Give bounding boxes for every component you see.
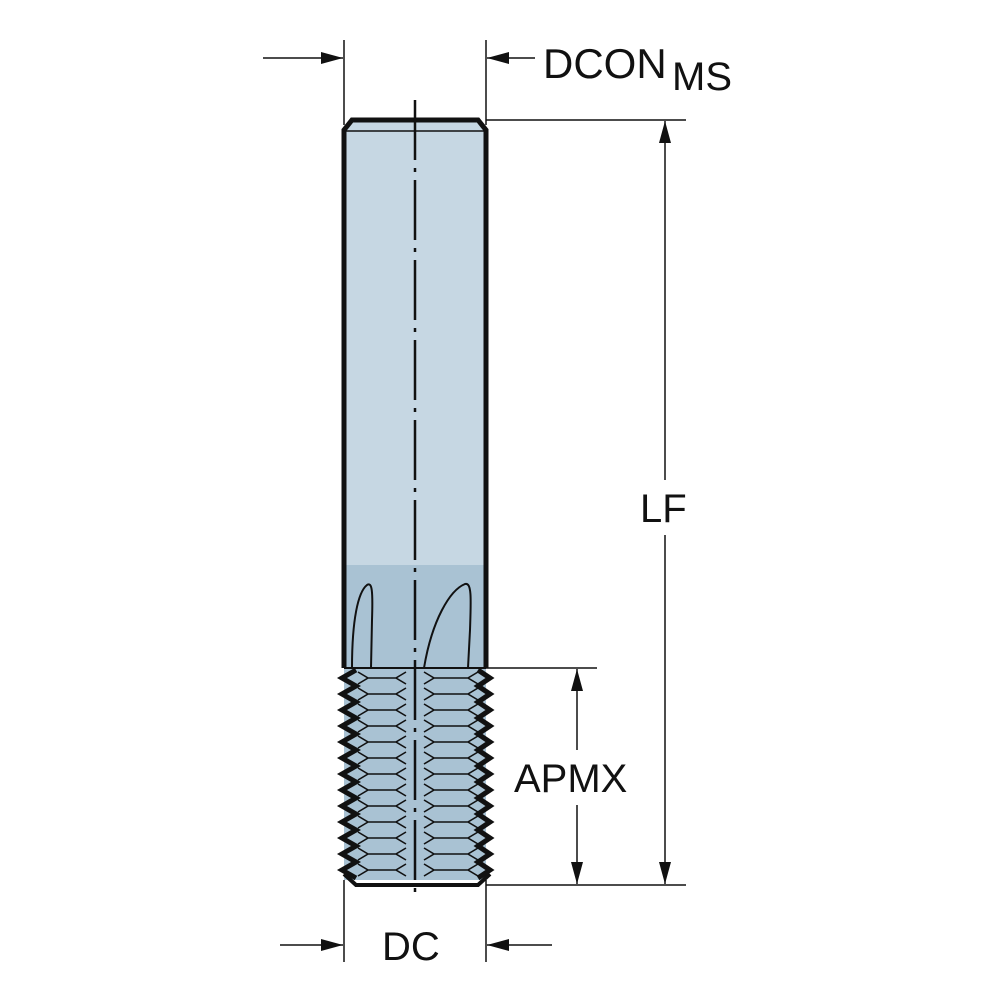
thread-ridge <box>357 735 407 749</box>
thread-ridge <box>357 831 407 845</box>
thread-ridge <box>423 863 479 877</box>
thread-ridge <box>357 863 407 877</box>
thread-ridge <box>423 703 479 717</box>
dc-dimension: DC <box>280 880 552 969</box>
apmx-label: APMX <box>514 757 627 801</box>
thread-ridge <box>357 671 407 685</box>
thread-ridge <box>423 671 479 685</box>
thread-ridge <box>357 799 407 813</box>
thread-ridge <box>423 815 479 829</box>
thread-ridge <box>423 735 479 749</box>
thread-ridge <box>423 751 479 765</box>
thread-ridge <box>357 687 407 701</box>
dcon-label: DCON <box>543 40 667 87</box>
thread-ridge <box>423 783 479 797</box>
lf-label: LF <box>640 487 687 531</box>
thread-profile-right <box>473 667 495 881</box>
thread-profile-left <box>336 667 362 881</box>
tool-body <box>336 100 495 895</box>
thread-ridge <box>357 703 407 717</box>
dcon-dimension: DCON MS <box>263 40 732 125</box>
tip-outline <box>342 872 492 887</box>
thread-ridge <box>423 687 479 701</box>
thread-ridge <box>357 767 407 781</box>
thread-ridge <box>423 831 479 845</box>
thread-ridge <box>357 847 407 861</box>
dcon-subscript: MS <box>672 55 732 99</box>
thread-ridge <box>423 767 479 781</box>
apmx-dimension: APMX <box>486 667 627 884</box>
thread-ridge <box>423 719 479 733</box>
thread-ridge <box>357 783 407 797</box>
dc-label: DC <box>382 925 440 969</box>
thread-ridge <box>357 751 407 765</box>
flute-curve-left <box>351 583 374 669</box>
thread-ridge <box>423 847 479 861</box>
thread-ridge <box>357 815 407 829</box>
lf-dimension: LF <box>486 119 687 886</box>
flute-curve-right <box>423 582 472 669</box>
thread-ridge <box>423 799 479 813</box>
thread-ridge <box>357 719 407 733</box>
